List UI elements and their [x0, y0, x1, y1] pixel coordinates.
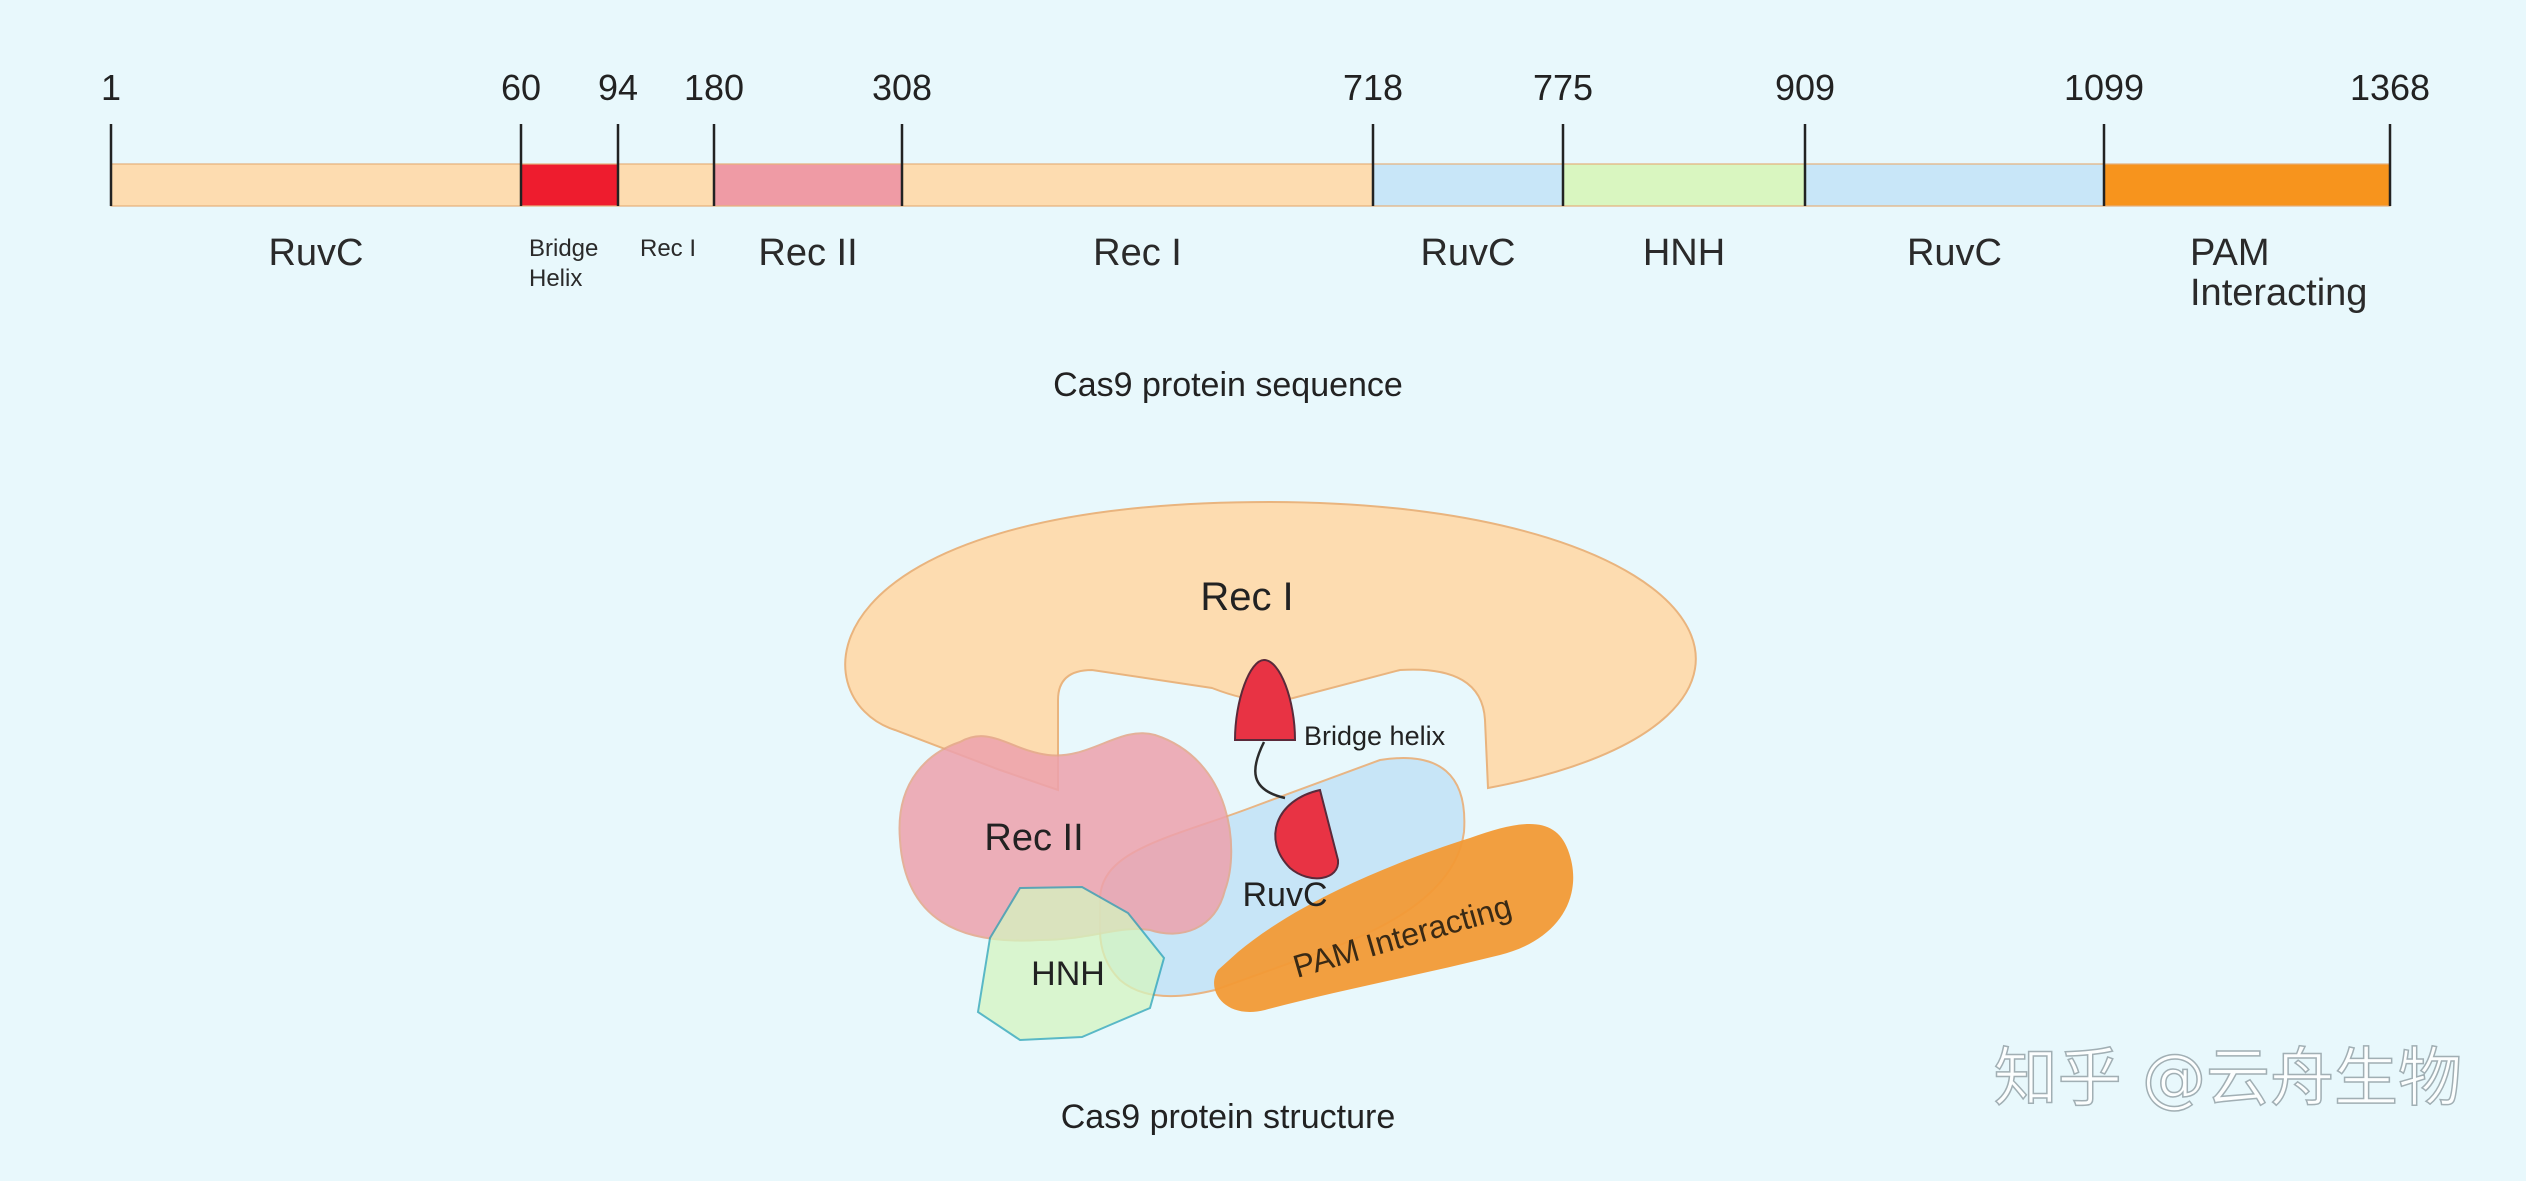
- structure-cartoon: Rec I Rec II RuvC HNH Bridge helix PAM I…: [844, 500, 1697, 1042]
- sequence-tick-label: 60: [501, 67, 541, 108]
- bridge-helix-lower: [1274, 788, 1340, 880]
- sequence-segment-label: RuvC: [1420, 232, 1515, 274]
- sequence-segment-label: Rec I: [1093, 232, 1182, 274]
- structure-title: Cas9 protein structure: [1061, 1098, 1396, 1136]
- sequence-tick-label: 94: [598, 67, 638, 108]
- rec1-structure-label: Rec I: [1200, 575, 1293, 619]
- pam-domain: [1214, 824, 1574, 1012]
- sequence-segment-label: HNH: [1643, 232, 1725, 274]
- sequence-tick-label: 180: [684, 67, 744, 108]
- bridge-helix-structure-label: Bridge helix: [1304, 721, 1446, 751]
- sequence-segment-label: Rec I: [640, 235, 696, 262]
- bridge-helix-upper: [1233, 658, 1297, 741]
- bridge-helix-linker: [1254, 741, 1286, 800]
- ruvc-structure-label: RuvC: [1242, 876, 1327, 914]
- rec2-structure-label: Rec II: [984, 817, 1083, 859]
- sequence-segment-label: RuvC: [1907, 232, 2002, 274]
- sequence-segment: [110, 163, 522, 207]
- sequence-tick-label: 308: [872, 67, 932, 108]
- sequence-segment: [1804, 163, 2105, 207]
- sequence-segment-label: Rec II: [758, 232, 857, 274]
- hnh-structure-label: HNH: [1031, 955, 1105, 993]
- hnh-domain: [976, 885, 1166, 1042]
- sequence-tick-label: 909: [1775, 67, 1835, 108]
- sequence-segment: [713, 163, 903, 207]
- sequence-tick-label: 1: [101, 67, 121, 108]
- sequence-tick-label: 1099: [2064, 67, 2144, 108]
- sequence-segment: [1372, 163, 1564, 207]
- sequence-segment: [901, 163, 1374, 207]
- watermark-text: 知乎 @云舟生物: [1994, 1042, 2462, 1116]
- rec2-lobe: [898, 732, 1233, 942]
- sequence-segment: [1562, 163, 1806, 207]
- sequence-segment-label: RuvC: [268, 232, 363, 274]
- sequence-title: Cas9 protein sequence: [1053, 366, 1403, 404]
- sequence-segment: [2103, 163, 2391, 207]
- sequence-tick-label: 718: [1343, 67, 1403, 108]
- sequence-segment: [617, 163, 715, 207]
- sequence-tick-label: 1368: [2350, 67, 2430, 108]
- sequence-segment: [520, 163, 619, 207]
- sequence-tick-label: 775: [1533, 67, 1593, 108]
